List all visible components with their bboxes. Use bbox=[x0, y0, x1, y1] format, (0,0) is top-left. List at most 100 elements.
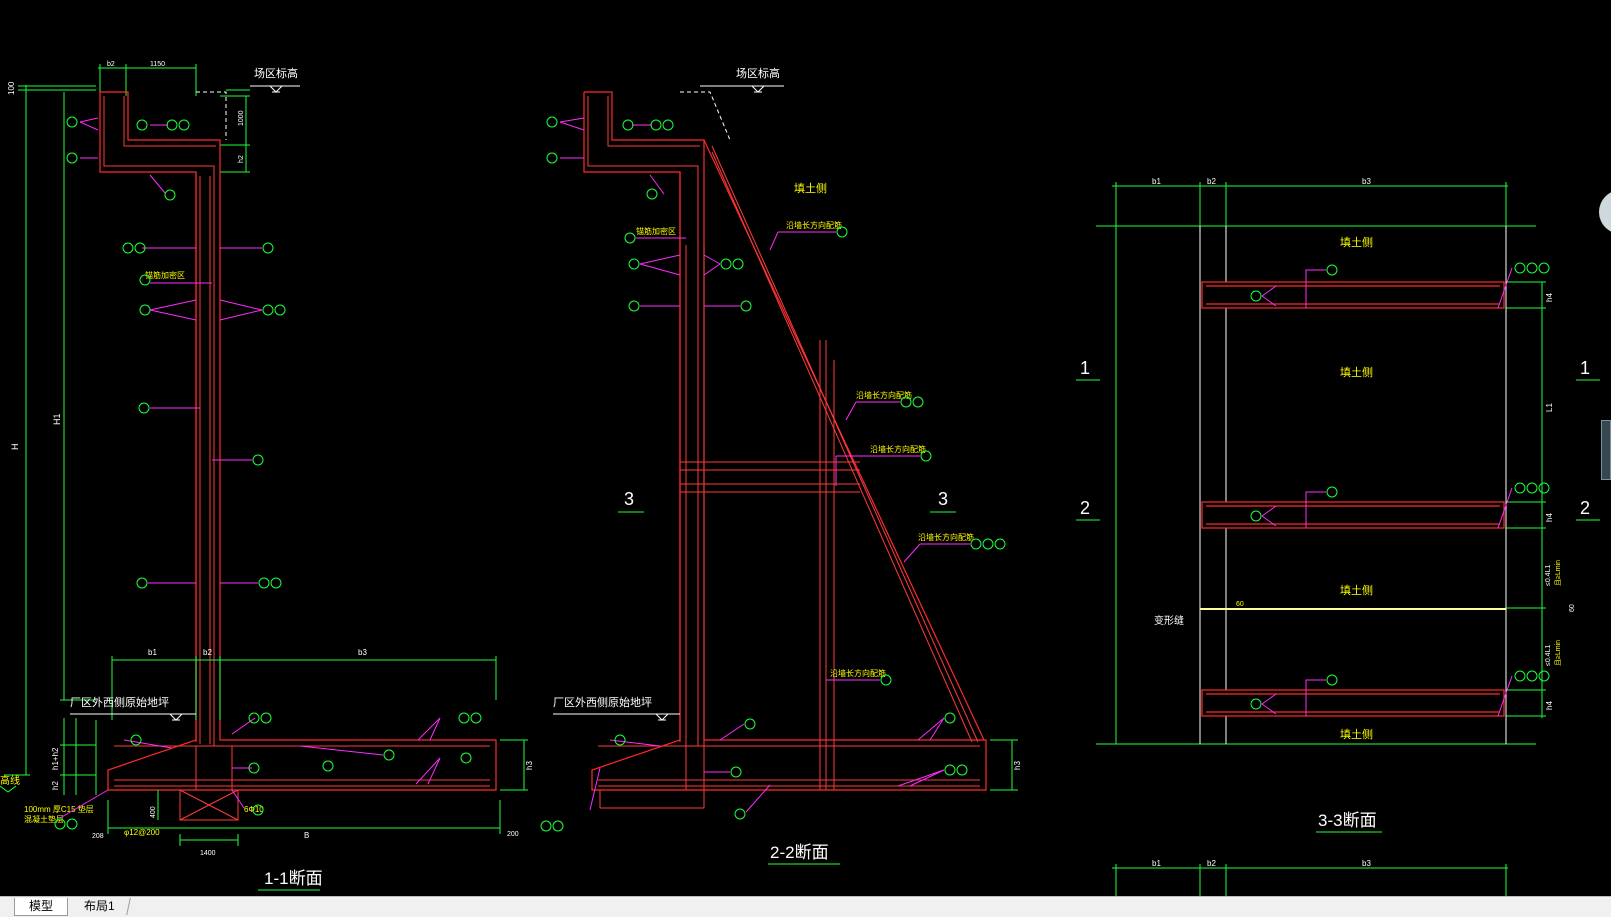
rdim-h4-1: h4 bbox=[1545, 293, 1554, 302]
section33-ribs bbox=[1201, 281, 1505, 717]
ground-symbol-1 bbox=[70, 713, 196, 721]
rdim-note-a: 且≥Lmin bbox=[1554, 560, 1562, 586]
section-3-3: b1 b2 b3 b1 b2 b3 1 2 1 2 bbox=[1076, 177, 1600, 896]
rdim-04L1-a: ≤0.4L1 bbox=[1545, 565, 1552, 586]
section33-tags bbox=[1250, 262, 1550, 710]
section33-dims bbox=[1076, 182, 1600, 896]
note-a: 沿墙长方向配筋 bbox=[786, 220, 842, 230]
section-2-2: 场区标高 bbox=[540, 66, 1022, 865]
section11-outline bbox=[99, 91, 497, 791]
bar-note: φ12@200 bbox=[124, 828, 160, 837]
rdim-04L1-b: ≤0.4L1 bbox=[1545, 645, 1552, 666]
dim-b2: b2 bbox=[203, 648, 212, 657]
ground-note-1: 厂区外西侧原始地坪 bbox=[70, 695, 169, 709]
section11-rebar bbox=[103, 96, 490, 821]
section11-base-dims bbox=[107, 656, 528, 846]
cut-2-left: 2 bbox=[1080, 498, 1090, 518]
dim33-b3: b3 bbox=[1362, 177, 1371, 186]
navigation-wheel-icon[interactable] bbox=[1599, 190, 1611, 234]
section11-top-dims bbox=[98, 64, 250, 173]
cad-model-space[interactable]: 100 H H1 h1+h2 h2 高线 b2 1150 1000 h2 场区标… bbox=[0, 0, 1611, 896]
tab-layout1-label: 布局1 bbox=[83, 899, 115, 913]
cushion-note: 100mm 厚C15 垫层 bbox=[24, 804, 94, 814]
note-b: 沿墙长方向配筋 bbox=[856, 390, 912, 400]
tab-layout1[interactable]: 布局1 bbox=[68, 898, 131, 915]
note-e: 沿墙长方向配筋 bbox=[830, 668, 886, 678]
dim-b1: b1 bbox=[148, 648, 157, 657]
cut-3-left: 3 bbox=[624, 489, 634, 509]
site-elev-label-2: 场区标高 bbox=[736, 66, 780, 80]
cad-drawing[interactable]: 100 H H1 h1+h2 h2 高线 b2 1150 1000 h2 场区标… bbox=[0, 0, 1611, 896]
cut-1-left: 1 bbox=[1080, 358, 1090, 378]
navigation-bar[interactable] bbox=[1601, 420, 1611, 480]
dim33-b1-bot: b1 bbox=[1152, 859, 1161, 868]
section22-tags bbox=[540, 116, 1006, 832]
dim33-b1: b1 bbox=[1152, 177, 1161, 186]
section22-leaders bbox=[559, 117, 970, 813]
soil-top: 填土侧 bbox=[1340, 235, 1373, 249]
section33-leaders bbox=[1261, 267, 1513, 717]
section11-title: 1-1断面 bbox=[264, 869, 323, 888]
dim-1000: 1000 bbox=[238, 110, 245, 126]
section22-ghost bbox=[680, 91, 731, 141]
section33-title: 3-3断面 bbox=[1318, 811, 1377, 830]
soil-mid: 填土侧 bbox=[1340, 365, 1373, 379]
soil-low: 填土侧 bbox=[1340, 583, 1373, 597]
elev-line-label: 高线 bbox=[0, 774, 20, 787]
dim-208: 208 bbox=[92, 833, 104, 840]
ground-symbol-2 bbox=[553, 713, 680, 721]
rdim-L1: L1 bbox=[1545, 403, 1554, 412]
dim-200: 200 bbox=[507, 831, 519, 838]
rdim-h4-3: h4 bbox=[1545, 701, 1554, 710]
rdim-note-b: 且≥Lmin bbox=[1554, 640, 1562, 666]
section11-left-dims bbox=[0, 85, 97, 795]
note-d: 沿墙长方向配筋 bbox=[918, 532, 974, 542]
note-c: 沿墙长方向配筋 bbox=[870, 444, 926, 454]
dim-h1h2: h1+h2 bbox=[51, 747, 60, 770]
note-slope-22: 锚筋加密区 bbox=[636, 226, 676, 236]
joint-label: 变形缝 bbox=[1154, 614, 1184, 627]
section-1-1: 100 H H1 h1+h2 h2 高线 b2 1150 1000 h2 场区标… bbox=[0, 61, 534, 891]
site-elev-symbol-1 bbox=[250, 85, 300, 93]
rdim-h4-2: h4 bbox=[1545, 513, 1554, 522]
dim-h3-11: h3 bbox=[525, 761, 534, 770]
dim-h3-22: h3 bbox=[1013, 761, 1022, 770]
dim-B: B bbox=[304, 831, 309, 840]
dim33-b3-bot: b3 bbox=[1362, 859, 1371, 868]
site-elev-label-1: 场区标高 bbox=[254, 66, 298, 80]
section22-dims bbox=[618, 511, 1018, 791]
tab-model[interactable]: 模型 bbox=[14, 898, 68, 916]
ground-note-2: 厂区外西侧原始地坪 bbox=[553, 695, 652, 709]
section11-ghost bbox=[196, 91, 227, 140]
layout-tab-bar: 模型 布局1 bbox=[0, 896, 1611, 917]
dim-H: H bbox=[10, 444, 20, 451]
dim-h2: h2 bbox=[51, 781, 60, 790]
joint-gap: 60 bbox=[1236, 601, 1244, 608]
joint-right: 60 bbox=[1569, 604, 1576, 612]
dim-1150: 1150 bbox=[150, 61, 165, 68]
section33-wall bbox=[1199, 226, 1507, 744]
dim-100: 100 bbox=[7, 81, 16, 95]
dim-400: 400 bbox=[150, 806, 157, 818]
dim33-b2: b2 bbox=[1207, 177, 1216, 186]
cut-2-right: 2 bbox=[1580, 498, 1590, 518]
cut-3-right: 3 bbox=[938, 489, 948, 509]
dim-b2-top: b2 bbox=[107, 61, 115, 68]
section11-tags bbox=[54, 116, 482, 830]
site-elev-symbol-2 bbox=[700, 85, 784, 93]
dim-h2-top: h2 bbox=[238, 155, 245, 163]
slope-note: 锚筋加密区 bbox=[145, 270, 185, 280]
dim-b3: b3 bbox=[358, 648, 367, 657]
cushion-note-2: 混凝土垫层 bbox=[24, 814, 64, 824]
section22-title: 2-2断面 bbox=[770, 843, 829, 862]
soil-bot: 填土侧 bbox=[1340, 727, 1373, 741]
dim-1400: 1400 bbox=[200, 850, 216, 857]
section22-rebar bbox=[587, 96, 980, 809]
soil-side-22: 填土侧 bbox=[794, 181, 827, 195]
section11-leaders bbox=[59, 117, 441, 819]
dim-H1: H1 bbox=[52, 413, 62, 425]
bar-note-2: 6Φ10 bbox=[244, 805, 264, 814]
section22-outline bbox=[583, 91, 987, 791]
cut-1-right: 1 bbox=[1580, 358, 1590, 378]
dim33-b2-bot: b2 bbox=[1207, 859, 1216, 868]
